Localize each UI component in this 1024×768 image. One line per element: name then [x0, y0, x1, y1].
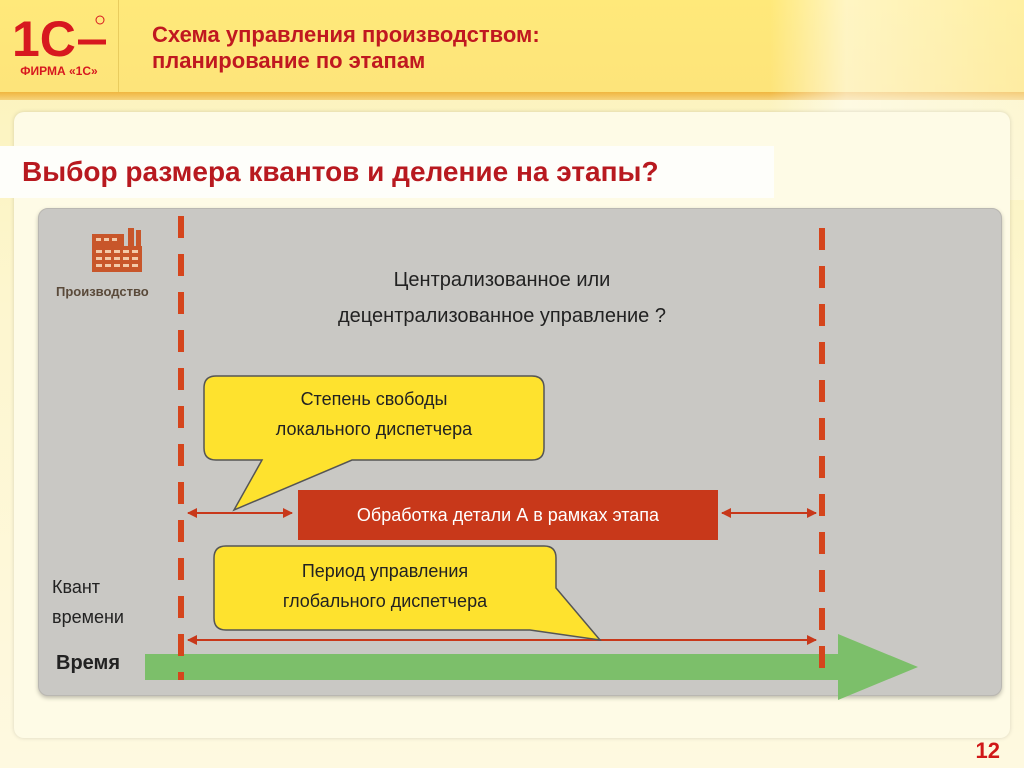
question-line2: децентрализованное управление ? [338, 305, 666, 327]
process-stage-box: Обработка детали А в рамках этапа [298, 490, 718, 540]
logo: 1С ФИРМА «1С» [0, 0, 119, 92]
factory-icon [92, 228, 142, 272]
logo-caption: ФИРМА «1С» [20, 64, 98, 78]
logo-wordmark: 1С [12, 12, 76, 62]
callout-global-line1: Период управления [301, 561, 469, 581]
question-line1: Централизованное или [393, 269, 611, 291]
callout-global-line2: глобального диспетчера [282, 591, 488, 611]
management-question: Централизованное или децентрализованное … [262, 262, 742, 334]
page-title-line1: Схема управления производством: [152, 22, 540, 47]
production-label: Производство [56, 284, 149, 299]
quantum-line1: Квант [52, 577, 101, 597]
page-number: 12 [975, 738, 1000, 763]
logo-1c-icon: 1С [12, 12, 106, 62]
callout-local-line2: локального диспетчера [275, 419, 473, 439]
section-title: Выбор размера квантов и деление на этапы… [0, 146, 774, 198]
time-arrow [145, 634, 918, 700]
quantum-line2: времени [52, 607, 124, 627]
page-title-line2: планирование по этапам [152, 48, 426, 73]
callout-local-text: Степень свободы локального диспетчера [206, 384, 542, 444]
time-quantum-label: Квант времени [52, 572, 172, 632]
callout-local-line1: Степень свободы [300, 389, 448, 409]
page-title: Схема управления производством: планиров… [152, 22, 712, 74]
callout-global-text: Период управления глобального диспетчера [216, 556, 554, 616]
time-label: Время [56, 652, 120, 674]
header-stripe [0, 92, 1024, 100]
callout-global-dispatcher [213, 545, 602, 642]
callout-local-dispatcher [203, 375, 545, 512]
